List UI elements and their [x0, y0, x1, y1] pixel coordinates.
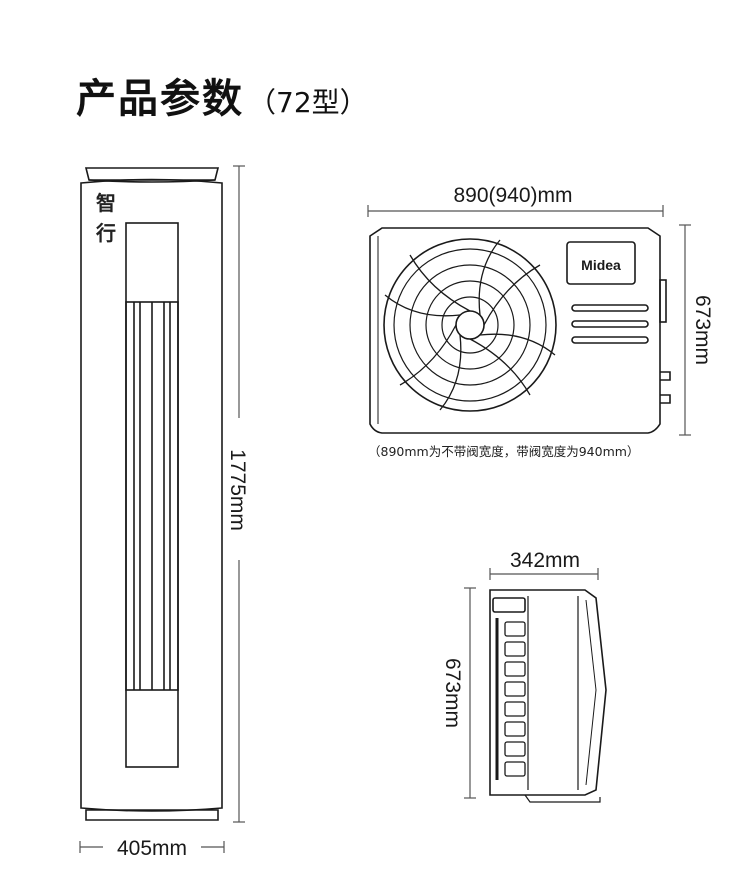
title-main: 产品参数 — [76, 76, 244, 122]
indoor-height-dimension — [233, 165, 245, 823]
fan-blades — [384, 239, 556, 411]
outdoor-body — [369, 227, 661, 434]
fan-outer-ring — [383, 238, 557, 412]
valve-2 — [660, 394, 671, 404]
indoor-logo-char2: 行 — [95, 221, 116, 245]
outdoor-side-depth-label: 342mm — [510, 549, 580, 572]
outdoor-width-dimension — [367, 205, 664, 217]
side-body — [489, 589, 607, 796]
indoor-base — [85, 809, 219, 821]
page-title: 产品参数（72型） — [76, 66, 368, 126]
indoor-width-label: 405mm — [117, 837, 187, 860]
fan-hub — [455, 310, 485, 340]
indoor-logo-char1: 智 — [96, 191, 116, 215]
outdoor-width-label: 890(940)mm — [453, 184, 572, 207]
outdoor-side-height-dimension — [464, 587, 476, 799]
vent-slot-2 — [571, 320, 649, 328]
indoor-width-dimension — [79, 841, 225, 853]
indoor-height-label: 1775mm — [226, 449, 249, 531]
outdoor-side-depth-dimension — [489, 568, 599, 580]
indoor-top-cap — [84, 167, 220, 181]
valve-cover — [659, 279, 667, 323]
side-foot — [524, 794, 601, 803]
brand-label: Midea — [581, 257, 621, 273]
side-fins — [504, 621, 526, 777]
vent-slot-3 — [571, 336, 649, 344]
outdoor-side-unit — [489, 589, 607, 803]
valve-1 — [660, 371, 671, 381]
outdoor-note: （890mm为不带阀宽度，带阀宽度为940mm） — [368, 444, 639, 459]
vent-slot-1 — [571, 304, 649, 312]
title-model: （72型） — [248, 86, 368, 119]
outdoor-front-height-dimension — [679, 224, 691, 436]
side-handle — [492, 597, 526, 613]
outdoor-side-height-label: 673mm — [441, 658, 464, 728]
brand-badge — [566, 241, 636, 285]
indoor-unit — [80, 167, 223, 821]
outdoor-front-height-label: 673mm — [691, 295, 714, 365]
outdoor-front-unit — [369, 227, 671, 434]
